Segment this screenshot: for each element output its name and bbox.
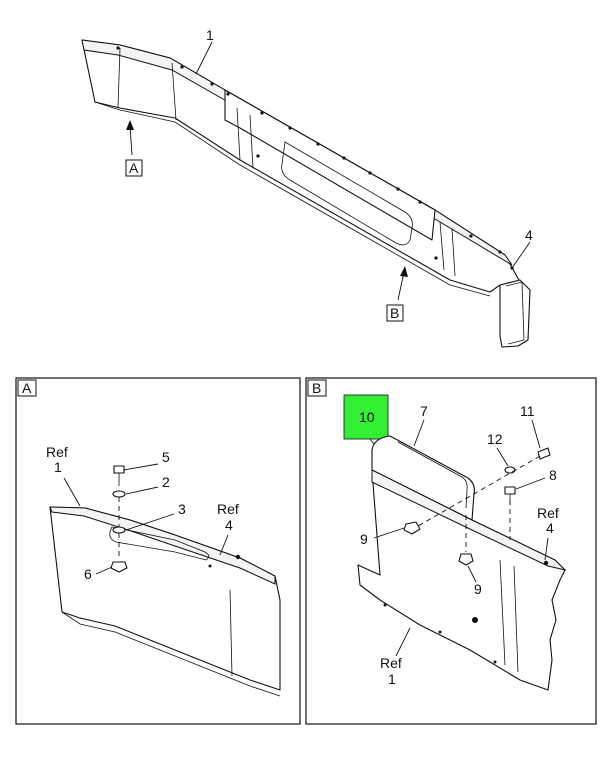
fairing-top-flange	[81, 39, 513, 266]
fairing-window	[281, 141, 413, 246]
callout-1: 1	[206, 27, 214, 43]
nut-9-right[interactable]	[458, 553, 474, 566]
view-a-box[interactable]	[125, 159, 143, 177]
detail-b-callout-10: 10	[359, 409, 375, 425]
detail-b-callout-8: 8	[549, 467, 557, 483]
washer-2[interactable]	[112, 490, 126, 498]
detail-b-callout-11: 11	[520, 403, 535, 419]
detail-b-tag: B	[312, 380, 321, 396]
detail-a-ref4-num: 4	[225, 517, 233, 533]
detail-a-ref4-word: Ref	[217, 501, 239, 517]
mounting-plate	[224, 89, 436, 241]
detail-a-callout-3: 3	[178, 501, 186, 517]
detail-a-callout-6: 6	[84, 566, 92, 582]
callout-4: 4	[525, 227, 533, 243]
detail-b-ref1-word: Ref	[380, 655, 402, 671]
detail-a-tag: A	[22, 380, 32, 396]
detail-b-callout-7: 7	[420, 403, 428, 419]
detail-b-callout-9b: 9	[474, 581, 482, 597]
view-b-label: B	[390, 305, 399, 321]
washer-3[interactable]	[112, 526, 126, 534]
view-b-box[interactable]	[386, 304, 404, 322]
fairing-body	[81, 39, 521, 293]
detail-a: A Ref 1 5 2 3 6	[15, 377, 301, 725]
nut-9-left[interactable]	[403, 521, 421, 535]
callout-10-highlight[interactable]	[343, 394, 389, 440]
main-view: 1 4 A B	[81, 27, 533, 348]
bolt-5[interactable]	[113, 465, 125, 486]
detail-a-ref1-num: 1	[54, 459, 62, 475]
detail-a-ref1-word: Ref	[46, 444, 68, 460]
detail-a-frame	[15, 377, 301, 725]
washer-12[interactable]	[504, 466, 516, 474]
detail-b-callout-9a: 9	[360, 531, 368, 547]
detail-b-frame	[305, 377, 597, 725]
detail-a-callout-5: 5	[162, 449, 170, 465]
view-a-label: A	[129, 160, 139, 176]
detail-b-ref1-num: 1	[388, 671, 396, 687]
bolt-11[interactable]	[537, 447, 551, 460]
end-cap	[499, 279, 531, 348]
detail-b: B 10	[305, 377, 597, 725]
fairing-lower-edge	[94, 101, 491, 297]
detail-b-ref4-num: 4	[546, 520, 554, 536]
fastener-dots	[116, 46, 514, 270]
detail-b-ref4-word: Ref	[537, 505, 559, 521]
detail-a-callout-2: 2	[162, 474, 170, 490]
detail-b-callout-12: 12	[487, 431, 503, 447]
